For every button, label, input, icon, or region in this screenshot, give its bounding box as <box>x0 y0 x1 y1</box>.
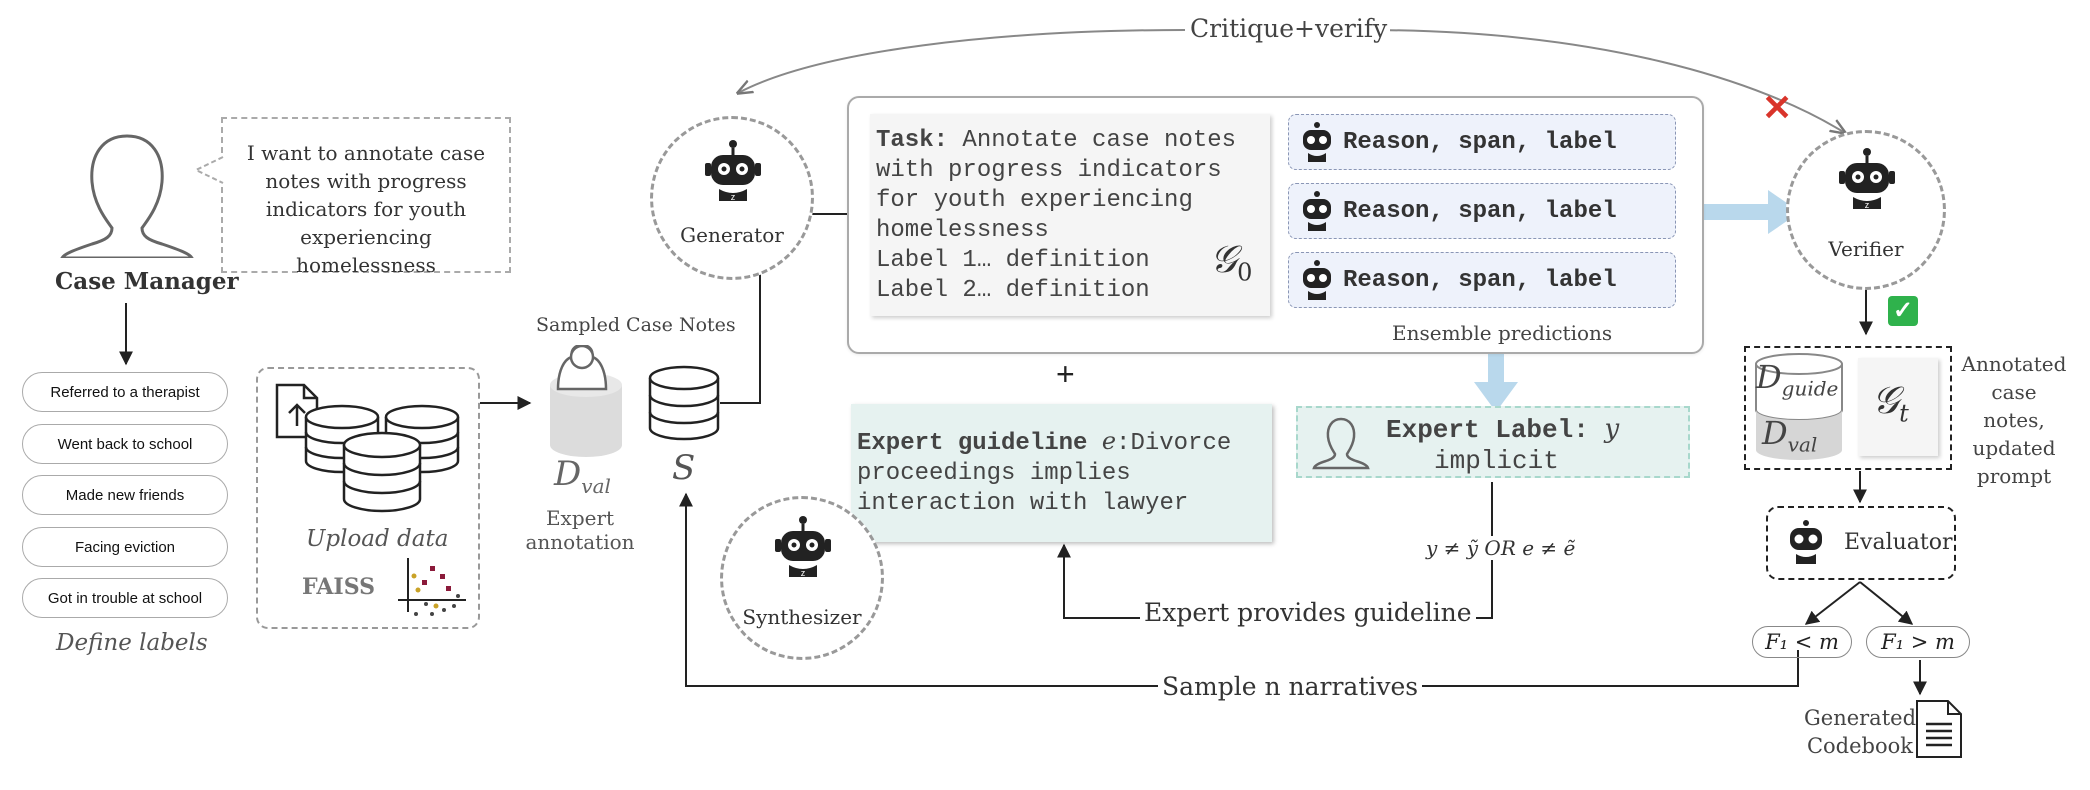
guideline-title: Expert guideline <box>857 430 1088 457</box>
prediction-item: Reason, span, label <box>1288 114 1676 170</box>
g0-symbol: 𝒢0 <box>1210 240 1253 288</box>
expert-label-line: Expert Label: y <box>1386 414 1619 445</box>
expert-guideline-box: Expert guideline e:Divorce proceedings i… <box>851 404 1272 542</box>
sample-narratives-label: Sample n narratives <box>1158 672 1423 701</box>
database-stack-icon <box>304 404 460 513</box>
faiss-label: FAISS <box>302 574 375 600</box>
task-title: Task: <box>876 127 949 154</box>
f1-less-pill: F₁ < m <box>1752 626 1852 658</box>
dval-main: D <box>554 454 582 494</box>
verifier-node: z Verifier <box>1786 130 1946 290</box>
robot-icon <box>1303 191 1331 231</box>
prediction-item: Reason, span, label <box>1288 183 1676 239</box>
check-glyph: ✓ <box>1892 297 1914 324</box>
expert-label-y: y <box>1604 414 1620 444</box>
dval-sub: val <box>581 473 611 498</box>
d-guide-symbol: Dguide <box>1756 358 1838 400</box>
evaluator-box: Evaluator <box>1766 506 1956 580</box>
label-pill: Went back to school <box>22 424 228 464</box>
robot-icon: z <box>1839 148 1895 210</box>
expert-label-box: Expert Label: y implicit <box>1296 406 1690 478</box>
f1-more-pill: F₁ > m <box>1866 626 1970 658</box>
speech-tail <box>194 156 224 184</box>
synthesizer-label: Synthesizer <box>742 605 862 629</box>
critique-arc-left <box>738 29 1186 93</box>
prediction-text: Reason, span, label <box>1343 198 1617 225</box>
expert-provides-label: Expert provides guideline <box>1140 598 1476 627</box>
annotated-store-box <box>1744 346 1952 470</box>
eval-split-left <box>1804 581 1861 625</box>
expert-label-title: Expert Label: <box>1386 415 1589 445</box>
d-guide-main: D <box>1756 358 1782 396</box>
generated-codebook-label: Generated Codebook <box>1803 706 1917 758</box>
prediction-text: Reason, span, label <box>1343 267 1617 294</box>
annotated-label: Annotated case notes, updated prompt <box>1961 352 2067 488</box>
s-database-icon <box>648 365 720 441</box>
d-guide-sub: guide <box>1781 376 1839 401</box>
g0-sub: 0 <box>1237 258 1253 287</box>
document-icon <box>1916 700 1962 758</box>
task-label-1: Label 1… definition <box>876 247 1150 274</box>
define-labels-caption: Define labels <box>56 630 208 656</box>
expert-person-icon <box>1312 417 1370 470</box>
gt-main: 𝒢 <box>1872 378 1900 422</box>
expert-annotation-label: Expert annotation <box>525 506 635 554</box>
d-val-main: D <box>1762 414 1788 452</box>
scatter-plot-icon <box>398 558 466 616</box>
condition-label: y ≠ ỹ OR e ≠ ẽ <box>1422 536 1580 560</box>
upload-data-label: Upload data <box>306 526 449 552</box>
label-pill: Facing eviction <box>22 527 228 567</box>
prediction-text: Reason, span, label <box>1343 129 1617 156</box>
big-arrow-expert <box>1474 352 1518 412</box>
task-panel: Task: Annotate case notes with progress … <box>870 114 1270 316</box>
guideline-text: :Divorce proceedings implies interaction… <box>857 430 1232 517</box>
speech-text: I want to annotate case notes with progr… <box>246 141 486 277</box>
generator-node: z Generator <box>650 116 814 280</box>
upload-data-box <box>256 367 480 629</box>
case-manager-label: Case Manager <box>55 268 239 295</box>
critique-verify-label: Critique+verify <box>1187 14 1391 43</box>
label-pill: Got in trouble at school <box>22 578 228 618</box>
case-manager-icon <box>60 134 194 258</box>
robot-icon: z <box>705 140 761 202</box>
robot-icon <box>1790 520 1822 564</box>
plus-sign: + <box>1056 356 1075 392</box>
gt-prompt-card <box>1858 358 1938 456</box>
label-pill: Made new friends <box>22 475 228 515</box>
ensemble-predictions-label: Ensemble predictions <box>1392 321 1613 345</box>
gt-symbol: 𝒢t <box>1872 378 1909 428</box>
expert-label-value: implicit <box>1434 446 1559 476</box>
d-val-store-symbol: Dval <box>1762 414 1817 456</box>
dval-database-icon <box>550 345 622 457</box>
synthesizer-node: z Synthesizer <box>720 496 884 660</box>
d-val-sub: val <box>1787 432 1818 457</box>
d-guide-database-icon <box>1755 353 1843 460</box>
svg-text:z: z <box>801 568 806 578</box>
reject-cross-icon: ✕ <box>1762 87 1793 128</box>
svg-text:z: z <box>731 192 736 202</box>
g0-main: 𝒢 <box>1210 237 1238 281</box>
robot-icon <box>1303 122 1331 162</box>
prediction-item: Reason, span, label <box>1288 252 1676 308</box>
sampled-case-notes-label: Sampled Case Notes <box>536 314 736 336</box>
s-to-generator <box>720 252 761 404</box>
task-label-2: Label 2… definition <box>876 277 1150 304</box>
robot-icon: z <box>775 516 831 578</box>
approve-check-icon: ✓ <box>1888 296 1918 326</box>
evaluator-label: Evaluator <box>1844 530 1953 555</box>
s-symbol: S <box>672 448 696 488</box>
guideline-e: e <box>1101 427 1117 455</box>
task-text: Annotate case notes with progress indica… <box>876 127 1237 244</box>
robot-icon <box>1303 260 1331 300</box>
speech-bubble: I want to annotate case notes with progr… <box>221 117 511 277</box>
eval-split-right <box>1859 581 1914 625</box>
gt-sub: t <box>1899 399 1909 428</box>
verifier-label: Verifier <box>1828 237 1904 261</box>
critique-arc-right <box>1364 29 1845 133</box>
generator-label: Generator <box>680 223 784 247</box>
label-pill: Referred to a therapist <box>22 372 228 412</box>
svg-text:z: z <box>1865 200 1870 210</box>
dval-symbol: Dval <box>554 454 611 498</box>
big-arrow-verifier <box>1688 190 1800 234</box>
